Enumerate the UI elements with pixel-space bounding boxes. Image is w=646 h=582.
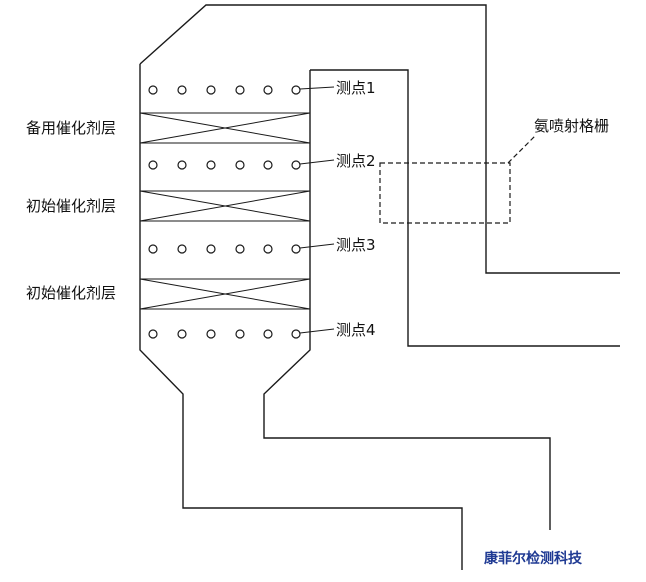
reactor-left-wall bbox=[139, 64, 463, 570]
top-inlet-duct bbox=[139, 4, 620, 274]
catalyst-layer-initial-2 bbox=[139, 278, 311, 310]
leader-point-3 bbox=[299, 243, 335, 249]
measure-row-2 bbox=[148, 160, 301, 170]
ammonia-grid-box bbox=[379, 162, 511, 224]
leader-point-4 bbox=[299, 328, 335, 334]
label-point-2: 测点2 bbox=[336, 152, 376, 170]
label-layer-initial-2: 初始催化剂层 bbox=[26, 284, 116, 302]
leader-ammonia-grid bbox=[507, 135, 536, 164]
measure-row-4 bbox=[148, 329, 301, 339]
reactor-right-wall bbox=[263, 70, 551, 530]
label-point-1: 测点1 bbox=[336, 79, 376, 97]
mid-duct bbox=[310, 69, 620, 347]
label-ammonia-grid: 氨喷射格栅 bbox=[534, 117, 609, 135]
label-point-3: 测点3 bbox=[336, 236, 376, 254]
measure-row-3 bbox=[148, 244, 301, 254]
leader-point-1 bbox=[299, 86, 335, 90]
watermark-text: 康菲尔检测科技 bbox=[484, 550, 583, 567]
measure-row-1 bbox=[148, 85, 301, 95]
label-point-4: 测点4 bbox=[336, 321, 376, 339]
catalyst-layer-initial-1 bbox=[139, 190, 311, 222]
label-layer-initial-1: 初始催化剂层 bbox=[26, 197, 116, 215]
label-layer-spare: 备用催化剂层 bbox=[26, 119, 116, 137]
catalyst-layer-spare bbox=[139, 112, 311, 144]
leader-point-2 bbox=[299, 159, 335, 165]
